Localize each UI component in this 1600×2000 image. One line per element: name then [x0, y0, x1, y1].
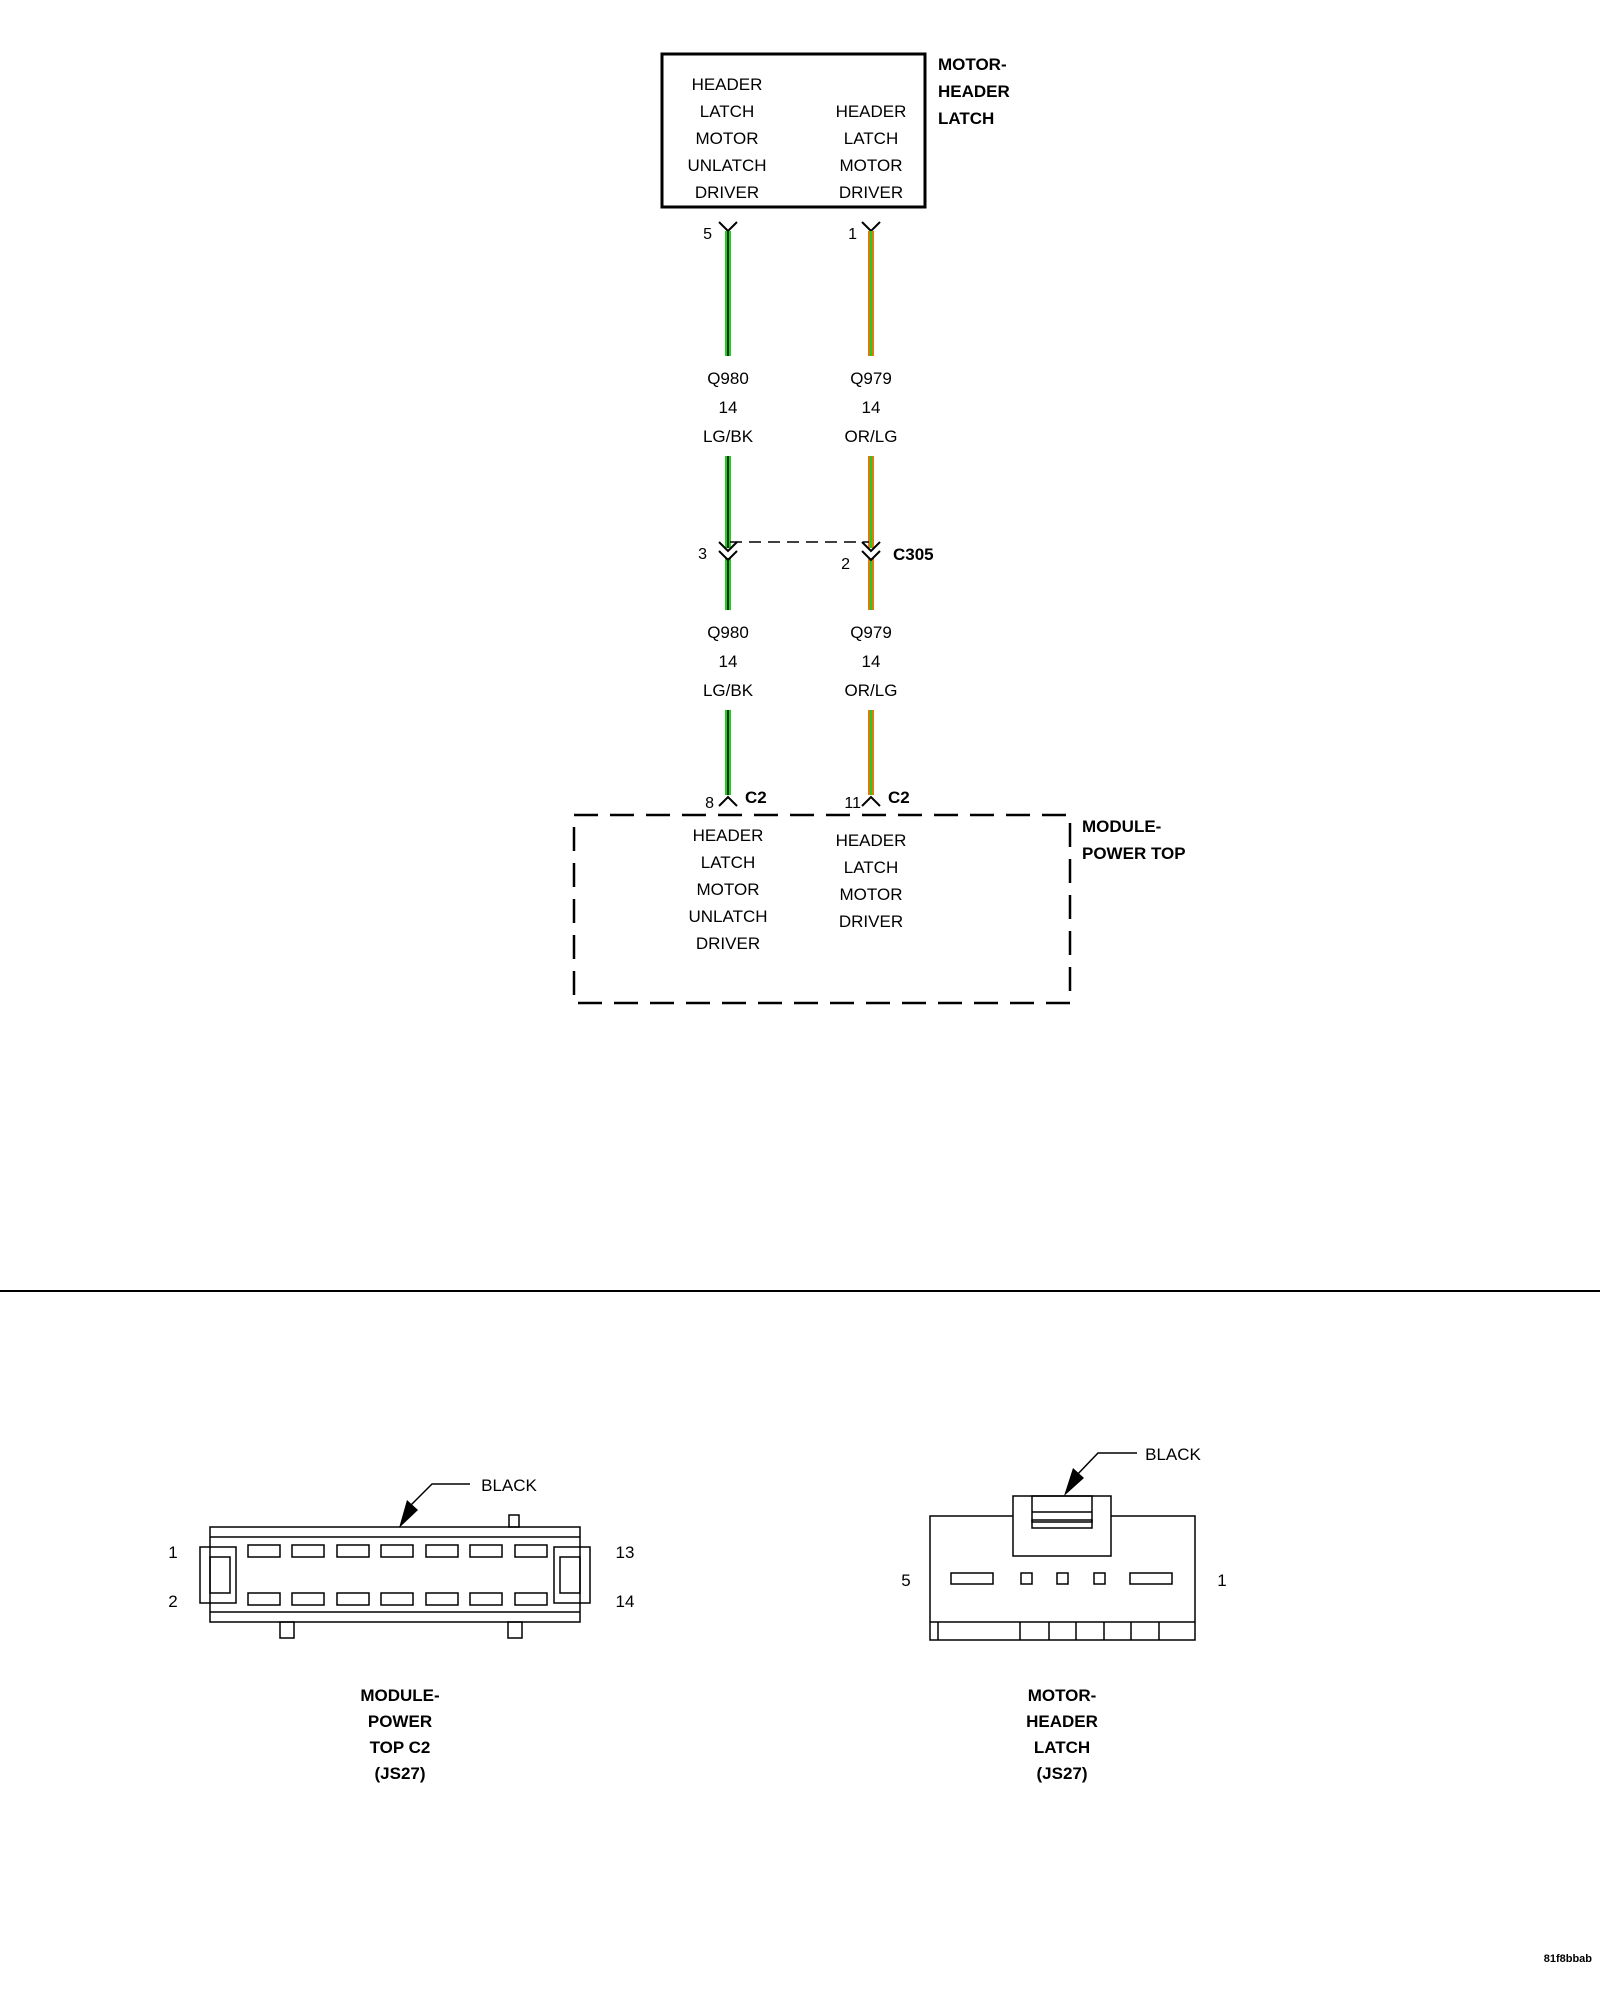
pin-number: 11 [844, 795, 861, 812]
svg-text:MODULE-: MODULE- [1082, 817, 1161, 836]
svg-text:MOTOR-: MOTOR- [938, 55, 1007, 74]
svg-text:(JS27): (JS27) [1036, 1764, 1087, 1783]
svg-text:MOTOR: MOTOR [840, 885, 903, 904]
svg-text:Q979: Q979 [850, 369, 892, 388]
male-terminal-icon [718, 795, 738, 807]
female-terminal-icon [861, 221, 881, 233]
svg-text:Q979: Q979 [850, 623, 892, 642]
pin-number: 3 [698, 546, 707, 563]
svg-text:14: 14 [862, 398, 881, 417]
svg-text:HEADER: HEADER [693, 826, 764, 845]
module-driver-label: HEADER LATCH MOTOR DRIVER [836, 831, 907, 931]
wire-label-q979-lower: Q979 14 OR/LG [845, 623, 898, 700]
c2-label: C2 [745, 788, 767, 807]
pin-number: 8 [705, 795, 714, 812]
svg-text:DRIVER: DRIVER [839, 912, 903, 931]
motor-driver-label: HEADER LATCH MOTOR DRIVER [836, 102, 907, 202]
module-connector-color-label: BLACK [481, 1476, 537, 1495]
motor-connector-color-label: BLACK [1145, 1445, 1201, 1464]
pin-number: 13 [616, 1543, 635, 1562]
svg-text:HEADER: HEADER [938, 82, 1010, 101]
svg-text:HEADER: HEADER [692, 75, 763, 94]
motor-header-latch-box [660, 52, 927, 209]
svg-text:MOTOR: MOTOR [697, 880, 760, 899]
svg-text:MODULE-: MODULE- [360, 1686, 439, 1705]
motor-color-leader-arrow [1064, 1452, 1137, 1496]
pin-number: 2 [168, 1592, 177, 1611]
c2-label: C2 [888, 788, 910, 807]
c305-label: C305 [893, 545, 934, 564]
module-color-leader-arrow [399, 1483, 470, 1528]
wire-label-q980-upper: Q980 14 LG/BK [703, 369, 754, 446]
svg-text:DRIVER: DRIVER [839, 183, 903, 202]
svg-text:MOTOR: MOTOR [840, 156, 903, 175]
svg-text:POWER TOP: POWER TOP [1082, 844, 1186, 863]
motor-connector-caption: MOTOR- HEADER LATCH (JS27) [1026, 1686, 1098, 1783]
svg-text:OR/LG: OR/LG [845, 681, 898, 700]
pin-number: 1 [168, 1543, 177, 1562]
pin-number: 1 [848, 226, 857, 243]
svg-text:LG/BK: LG/BK [703, 681, 754, 700]
c305-terminal-icon [718, 541, 738, 562]
pin-number: 14 [616, 1592, 635, 1611]
pin-number: 5 [703, 226, 712, 243]
svg-text:HEADER: HEADER [1026, 1712, 1098, 1731]
pin-number: 1 [1217, 1571, 1226, 1590]
svg-text:14: 14 [719, 398, 738, 417]
wire-label-q979-upper: Q979 14 OR/LG [845, 369, 898, 446]
svg-text:DRIVER: DRIVER [695, 183, 759, 202]
svg-text:14: 14 [862, 652, 881, 671]
svg-text:HEADER: HEADER [836, 831, 907, 850]
module-c2-connector-face [199, 1514, 591, 1639]
svg-text:UNLATCH: UNLATCH [687, 156, 766, 175]
svg-text:MOTOR-: MOTOR- [1028, 1686, 1097, 1705]
motor-connector-face [929, 1495, 1196, 1641]
module-unlatch-label: HEADER LATCH MOTOR UNLATCH DRIVER [688, 826, 767, 953]
svg-text:LATCH: LATCH [844, 129, 898, 148]
svg-text:LG/BK: LG/BK [703, 427, 754, 446]
wire-label-q980-lower: Q980 14 LG/BK [703, 623, 754, 700]
document-id: 81f8bbab [1544, 1953, 1593, 1965]
svg-text:POWER: POWER [368, 1712, 432, 1731]
svg-text:LATCH: LATCH [844, 858, 898, 877]
male-terminal-icon [861, 795, 881, 807]
svg-text:UNLATCH: UNLATCH [688, 907, 767, 926]
module-connector-caption: MODULE- POWER TOP C2 (JS27) [360, 1686, 439, 1783]
svg-text:(JS27): (JS27) [374, 1764, 425, 1783]
svg-text:LATCH: LATCH [700, 102, 754, 121]
motor-header-latch-title: MOTOR- HEADER LATCH [938, 55, 1010, 128]
svg-text:Q980: Q980 [707, 623, 749, 642]
pin-number: 5 [901, 1571, 910, 1590]
pin-number: 2 [841, 556, 850, 573]
c305-terminal-icon [861, 541, 881, 562]
motor-unlatch-label: HEADER LATCH MOTOR UNLATCH DRIVER [687, 75, 766, 202]
svg-text:14: 14 [719, 652, 738, 671]
svg-text:LATCH: LATCH [701, 853, 755, 872]
svg-text:OR/LG: OR/LG [845, 427, 898, 446]
svg-text:LATCH: LATCH [938, 109, 994, 128]
svg-text:LATCH: LATCH [1034, 1738, 1090, 1757]
module-power-top-box [572, 813, 1072, 1005]
svg-text:TOP C2: TOP C2 [370, 1738, 431, 1757]
svg-text:MOTOR: MOTOR [696, 129, 759, 148]
female-terminal-icon [718, 221, 738, 233]
svg-text:HEADER: HEADER [836, 102, 907, 121]
module-power-top-title: MODULE- POWER TOP [1082, 817, 1186, 863]
svg-text:DRIVER: DRIVER [696, 934, 760, 953]
svg-text:Q980: Q980 [707, 369, 749, 388]
